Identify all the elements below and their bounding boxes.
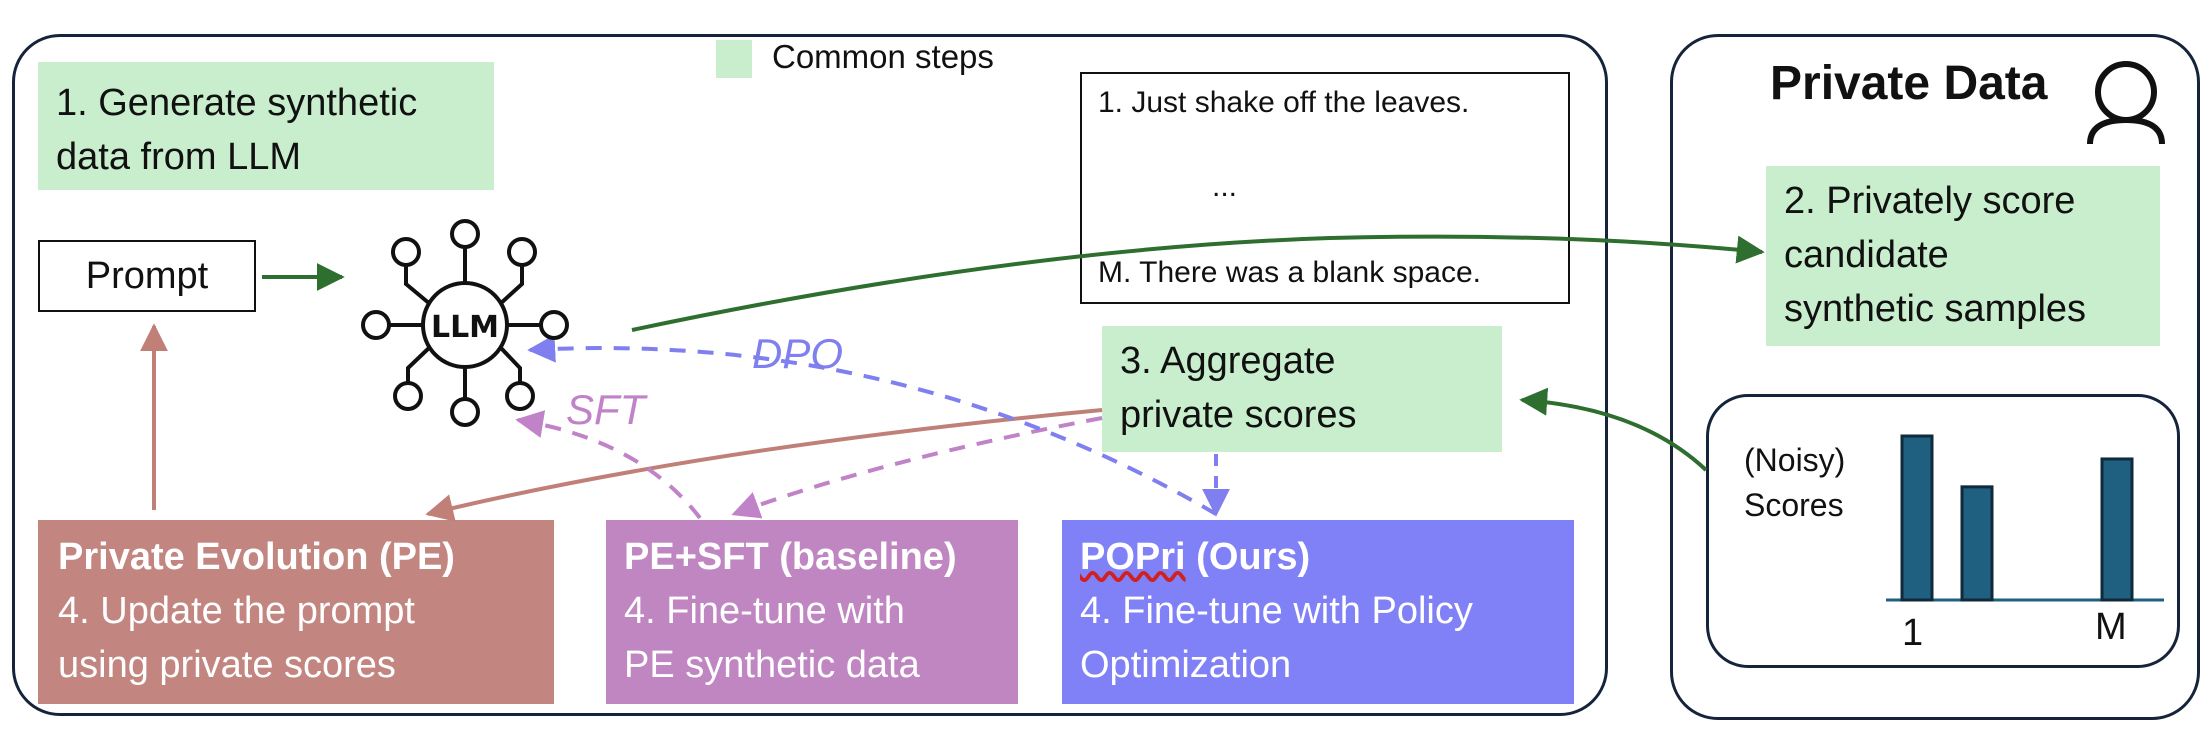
step1-line-1: 1. Generate synthetic bbox=[56, 82, 418, 124]
scores-tick-first: 1 bbox=[1902, 612, 1924, 654]
pe-line-2: using private scores bbox=[58, 644, 396, 686]
sample-last: M. There was a blank space. bbox=[1098, 256, 1481, 289]
step2-line-3: synthetic samples bbox=[1784, 288, 2087, 330]
prompt-box: Prompt bbox=[38, 240, 256, 312]
private-data-panel bbox=[1670, 34, 2200, 720]
arrow-scores-to-aggregate bbox=[1519, 387, 1708, 472]
step3-line-2: private scores bbox=[1120, 394, 1357, 436]
scores-label: (Noisy) Scores bbox=[1744, 438, 1845, 528]
dpo-label: DPO bbox=[752, 330, 843, 377]
score-bar bbox=[1960, 485, 1994, 602]
llm-label: LLM bbox=[431, 310, 499, 345]
step3-box: 3. Aggregate private scores bbox=[1102, 326, 1502, 452]
popri-box: POPri (Ours) 4. Fine-tune with Policy Op… bbox=[1062, 520, 1574, 704]
popri-title-name: POPri bbox=[1080, 536, 1186, 578]
scores-bars bbox=[1900, 434, 2134, 602]
scores-tick-last: M bbox=[2095, 606, 2127, 648]
llm-icon bbox=[361, 219, 569, 427]
popri-title-rest: (Ours) bbox=[1185, 536, 1311, 578]
step3-line-1: 3. Aggregate bbox=[1120, 340, 1336, 382]
sft-label: SFT bbox=[566, 386, 649, 433]
arrow-llm-to-scoring bbox=[631, 234, 1765, 332]
prompt-label: Prompt bbox=[85, 255, 209, 297]
pe-sft-line-2: PE synthetic data bbox=[624, 644, 920, 686]
pe-title: Private Evolution (PE) bbox=[58, 536, 455, 578]
scores-label-line-2: Scores bbox=[1744, 487, 1844, 523]
step2-box: 2. Privately score candidate synthetic s… bbox=[1766, 166, 2160, 346]
arrow-aggregate-to-pe bbox=[425, 408, 1103, 522]
step2-line-2: candidate bbox=[1784, 234, 1949, 276]
pe-sft-line-1: 4. Fine-tune with bbox=[624, 590, 905, 632]
step2-line-1: 2. Privately score bbox=[1784, 180, 2076, 222]
pe-sft-title: PE+SFT (baseline) bbox=[624, 536, 957, 578]
score-bar bbox=[2100, 457, 2134, 602]
pe-line-1: 4. Update the prompt bbox=[58, 590, 415, 632]
legend-label: Common steps bbox=[772, 38, 994, 75]
legend-swatch bbox=[716, 40, 752, 78]
scores-panel bbox=[1706, 394, 2180, 668]
pe-box: Private Evolution (PE) 4. Update the pro… bbox=[38, 520, 554, 704]
step1-box: 1. Generate synthetic data from LLM bbox=[38, 62, 494, 190]
arrow-sft bbox=[515, 410, 702, 520]
private-data-title: Private Data bbox=[1770, 57, 2048, 110]
popri-line-2: Optimization bbox=[1080, 644, 1292, 686]
sample-first: 1. Just shake off the leaves. bbox=[1098, 86, 1470, 119]
popri-line-1: 4. Fine-tune with Policy bbox=[1080, 590, 1473, 632]
sample-ellipsis: ... bbox=[1212, 170, 1238, 203]
popri-title: POPri (Ours) bbox=[1080, 530, 1556, 584]
score-bar bbox=[1900, 434, 1934, 602]
scores-label-line-1: (Noisy) bbox=[1744, 442, 1846, 478]
step1-line-2: data from LLM bbox=[56, 136, 301, 178]
samples-box: 1. Just shake off the leaves. ... M. The… bbox=[1080, 72, 1570, 304]
person-icon bbox=[2087, 61, 2165, 145]
arrow-aggregate-to-pe-sft bbox=[731, 416, 1103, 519]
pe-sft-box: PE+SFT (baseline) 4. Fine-tune with PE s… bbox=[606, 520, 1018, 704]
